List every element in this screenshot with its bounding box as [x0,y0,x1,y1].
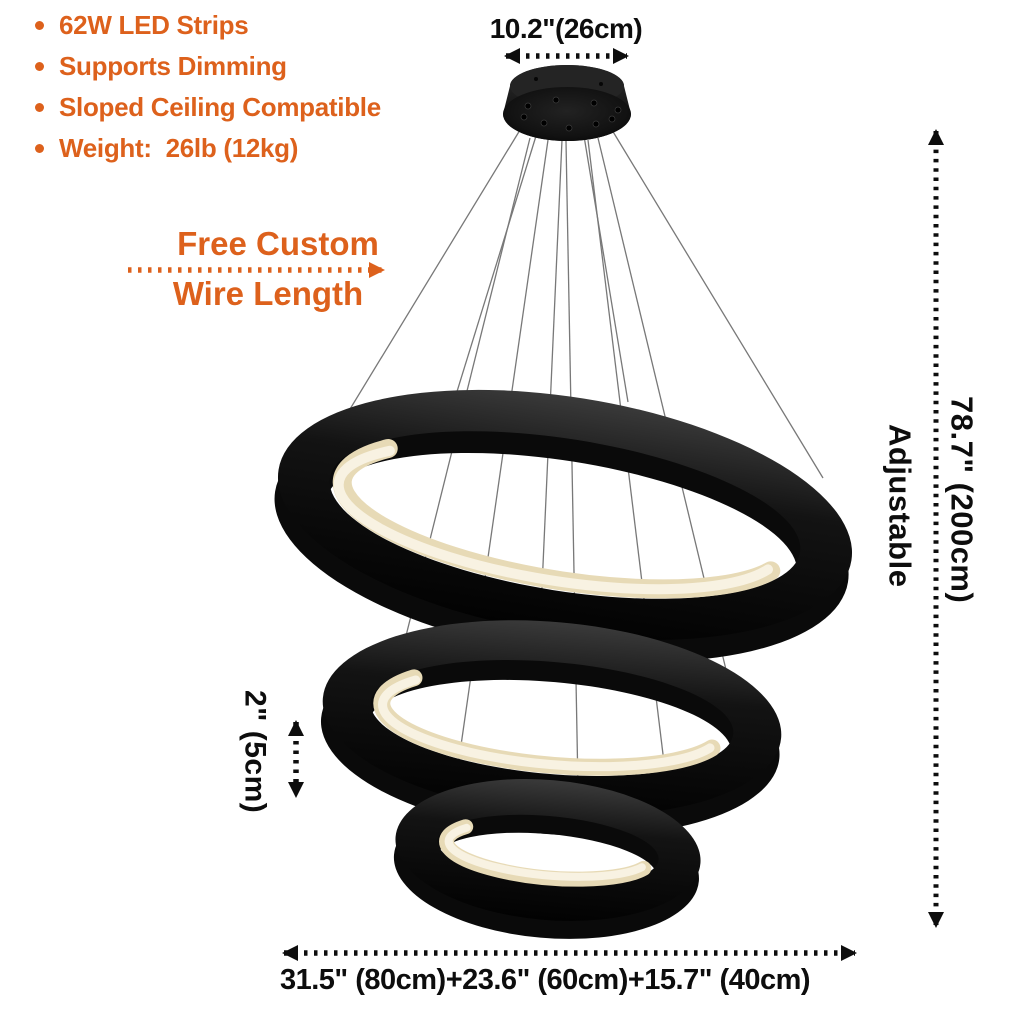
feature-item: Sloped Ceiling Compatible [26,92,381,123]
ring-thickness-label: 2" (5cm) [238,690,272,814]
feature-text: Sloped Ceiling Compatible [59,92,381,122]
ring-80cm [274,389,852,662]
feature-text: 62W LED Strips [59,10,249,40]
canopy-width-label: 10.2"(26cm) [489,13,643,44]
height-label: 78.7" (200cm) [944,396,980,604]
wire-note-line1: Free Custom [177,225,379,262]
bullet-icon [35,103,44,112]
bullet-icon [35,144,44,153]
feature-text: Weight: 26lb (12kg) [59,133,299,163]
ring-40cm [393,779,701,939]
height-adjustable-label: Adjustable [882,424,918,588]
bullet-icon [35,62,44,71]
feature-list: 62W LED Strips Supports Dimming Sloped C… [26,10,381,164]
wire-note-line2: Wire Length [172,275,364,312]
ring-diameters-label: 31.5" (80cm)+23.6" (60cm)+15.7" (40cm) [279,964,811,996]
dimension-arrows [128,48,944,961]
feature-text: Supports Dimming [59,51,287,81]
feature-item: 62W LED Strips [26,10,381,41]
feature-item: Supports Dimming [26,51,381,82]
bullet-icon [35,21,44,30]
ceiling-canopy [503,65,631,141]
feature-item: Weight: 26lb (12kg) [26,133,381,164]
ring-60cm [321,620,782,836]
